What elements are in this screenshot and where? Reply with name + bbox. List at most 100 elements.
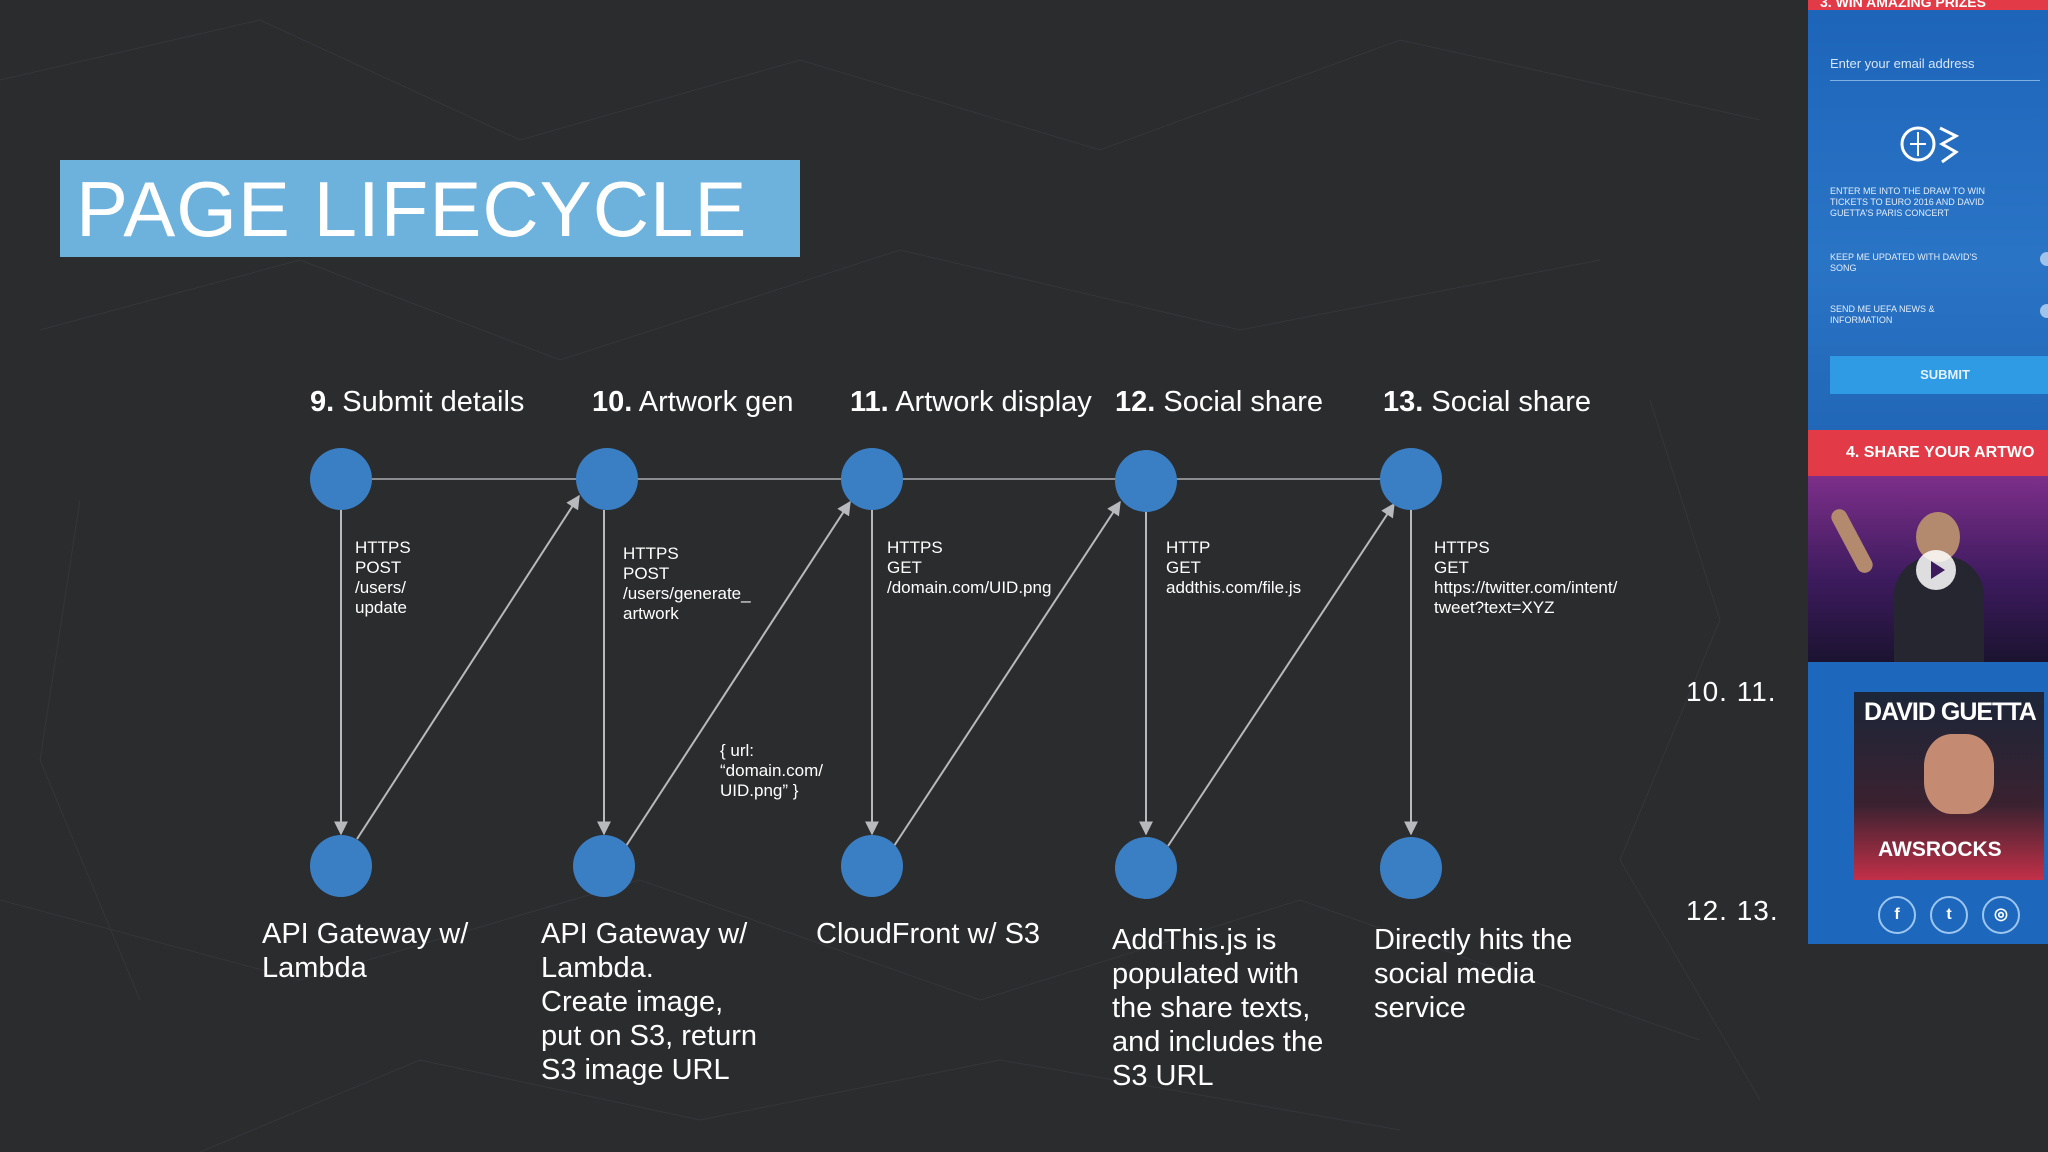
label-line: service xyxy=(1374,992,1466,1024)
checkbox-line: TICKETS TO EURO 2016 AND DAVID xyxy=(1830,197,1985,207)
step-label-10: 10. Artwork gen xyxy=(592,384,794,420)
news-checkbox-label[interactable]: SEND ME UEFA NEWS & INFORMATION xyxy=(1830,304,1935,326)
server-label-12: AddThis.js is populated with the share t… xyxy=(1112,923,1323,1093)
request-line: HTTPS xyxy=(887,538,943,557)
share-header-text: 4. SHARE YOUR ARTWO xyxy=(1846,444,2035,461)
label-line: and includes the xyxy=(1112,1026,1324,1058)
step-number: 11. xyxy=(850,386,889,418)
promo-panel-screenshot: 3. WIN AMAZING PRIZES Enter your email a… xyxy=(1808,0,2048,944)
play-icon[interactable] xyxy=(1916,550,1956,590)
share-header: 4. SHARE YOUR ARTWO xyxy=(1808,430,2048,476)
step-number: 12. xyxy=(1115,386,1156,418)
step-text: Artwork display xyxy=(895,386,1092,418)
request-line: HTTP xyxy=(1166,538,1211,557)
checkbox-line: SONG xyxy=(1830,263,1857,273)
photo-arm xyxy=(1828,506,1876,576)
response-line: UID.png” } xyxy=(720,781,799,800)
request-line: HTTPS xyxy=(623,544,679,563)
server-node-9 xyxy=(310,835,372,897)
updates-toggle[interactable] xyxy=(2040,252,2048,266)
twitter-icon[interactable]: t xyxy=(1930,896,1968,934)
label-line: social media xyxy=(1374,958,1536,990)
client-node-9 xyxy=(310,448,372,510)
promo-name: DAVID GUETTA xyxy=(1864,698,2037,726)
promo-hashtag: AWSROCKS xyxy=(1878,838,2002,861)
label-line: S3 URL xyxy=(1112,1060,1214,1092)
facebook-icon[interactable]: f xyxy=(1878,896,1916,934)
share-video-thumbnail[interactable] xyxy=(1808,476,2048,666)
email-underline xyxy=(1830,80,2040,81)
client-node-13 xyxy=(1380,448,1442,510)
request-line: /users/ xyxy=(355,578,407,597)
step-text: Social share xyxy=(1163,386,1323,418)
server-node-11 xyxy=(841,835,903,897)
step-label-13: 13. Social share xyxy=(1383,384,1591,420)
label-line: Directly hits the xyxy=(1374,924,1573,956)
label-line: put on S3, return xyxy=(541,1020,758,1052)
request-line: https://twitter.com/intent/ xyxy=(1434,578,1618,597)
request-line: POST xyxy=(623,564,670,583)
checkbox-line: INFORMATION xyxy=(1830,315,1893,325)
request-note-11: HTTPS GET /domain.com/UID.png xyxy=(887,538,1051,598)
response-arrow-12 xyxy=(1167,502,1395,847)
label-line: API Gateway w/ xyxy=(262,918,469,950)
step-text: Submit details xyxy=(342,386,525,418)
promo-artwork: DAVID GUETTA AWSROCKS xyxy=(1854,692,2044,880)
response-arrow-11 xyxy=(893,500,1121,847)
step-text: Social share xyxy=(1431,386,1591,418)
request-note-12: HTTP GET addthis.com/file.js xyxy=(1166,538,1301,598)
label-line: S3 image URL xyxy=(541,1054,730,1086)
server-label-10: API Gateway w/ Lambda. Create image, put… xyxy=(541,917,757,1087)
request-line: HTTPS xyxy=(1434,538,1490,557)
partner-logos-icon xyxy=(1900,126,1960,164)
label-line: the share texts, xyxy=(1112,992,1311,1024)
request-line: GET xyxy=(1434,558,1469,577)
checkbox-line: ENTER ME INTO THE DRAW TO WIN xyxy=(1830,186,1986,196)
page-title: PAGE LIFECYCLE xyxy=(76,165,748,253)
request-line: tweet?text=XYZ xyxy=(1434,598,1555,617)
step-number: 13. xyxy=(1383,386,1424,418)
request-line: POST xyxy=(355,558,402,577)
request-line: GET xyxy=(887,558,922,577)
response-note-10: { url: “domain.com/ UID.png” } xyxy=(720,741,823,801)
server-label-13: Directly hits the social media service xyxy=(1374,923,1572,1025)
email-input[interactable]: Enter your email address xyxy=(1830,56,1975,71)
request-line: GET xyxy=(1166,558,1201,577)
server-node-13 xyxy=(1380,837,1442,899)
label-line: CloudFront w/ S3 xyxy=(816,918,1041,950)
label-line: populated with xyxy=(1112,958,1300,990)
step-label-9: 9. Submit details xyxy=(310,384,524,420)
request-line: HTTPS xyxy=(355,538,411,557)
label-line: Lambda xyxy=(262,952,367,984)
submit-button[interactable]: SUBMIT xyxy=(1830,356,2048,394)
response-line: “domain.com/ xyxy=(720,761,823,780)
label-line: Lambda. xyxy=(541,952,654,984)
checkbox-line: GUETTA'S PARIS CONCERT xyxy=(1830,208,1950,218)
request-note-13: HTTPS GET https://twitter.com/intent/ tw… xyxy=(1434,538,1617,618)
step-label-12: 12. Social share xyxy=(1115,384,1323,420)
step-label-11: 11. Artwork display xyxy=(850,384,1092,420)
request-line: /users/generate_ xyxy=(623,584,751,603)
checkbox-line: SEND ME UEFA NEWS & xyxy=(1830,304,1935,314)
label-line: Create image, xyxy=(541,986,724,1018)
draw-checkbox-label[interactable]: ENTER ME INTO THE DRAW TO WIN TICKETS TO… xyxy=(1830,186,1985,219)
request-note-10: HTTPS POST /users/generate_ artwork xyxy=(623,544,751,624)
prize-strip-text: 3. WIN AMAZING PRIZES xyxy=(1820,0,1986,10)
client-node-10 xyxy=(576,448,638,510)
request-line: addthis.com/file.js xyxy=(1166,578,1302,597)
updates-checkbox-label[interactable]: KEEP ME UPDATED WITH DAVID'S SONG xyxy=(1830,252,1977,274)
server-label-9: API Gateway w/ Lambda xyxy=(262,917,468,985)
side-note-upper: 10. 11. xyxy=(1686,676,1777,707)
instagram-icon[interactable]: ◎ xyxy=(1982,896,2020,934)
request-note-9: HTTPS POST /users/ update xyxy=(355,538,411,618)
checkbox-line: KEEP ME UPDATED WITH DAVID'S xyxy=(1830,252,1978,262)
response-line: { url: xyxy=(720,741,755,760)
server-node-10 xyxy=(573,835,635,897)
artwork-face xyxy=(1924,734,1994,814)
response-arrow-10 xyxy=(625,500,851,847)
request-line: /domain.com/UID.png xyxy=(887,578,1052,597)
step-text: Artwork gen xyxy=(638,386,794,418)
news-toggle[interactable] xyxy=(2040,304,2048,318)
